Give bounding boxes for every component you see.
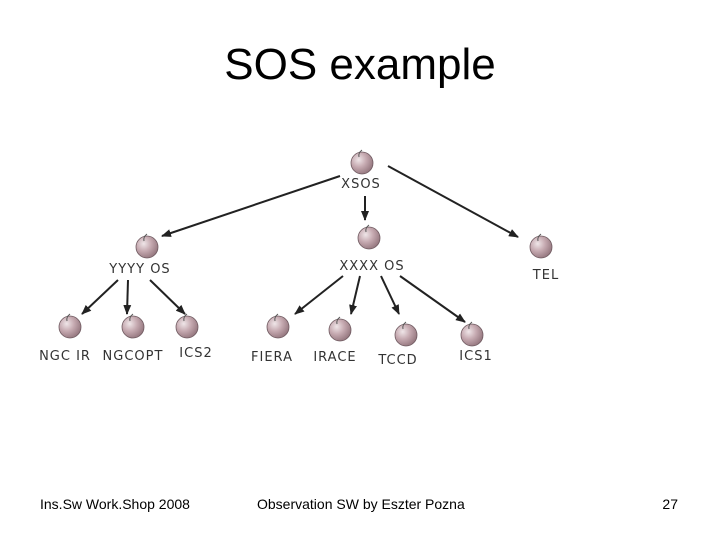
node-label: YYYY OS — [108, 262, 170, 277]
node-label: ICS1 — [459, 349, 492, 364]
node-ball-icon — [135, 235, 159, 259]
node-ball-icon — [266, 315, 290, 339]
footer-workshop: Ins.Sw Work.Shop 2008 — [40, 496, 190, 512]
node-fiera: FIERA — [251, 313, 293, 365]
node-stem-icon — [365, 224, 370, 233]
node-irace: IRACE — [313, 316, 356, 365]
node-xsos: XSOS — [341, 149, 381, 192]
node-ics1: ICS1 — [459, 321, 492, 364]
node-ngcir: NGC IR — [39, 313, 91, 364]
edge-xsos-to-yyyy-os — [161, 175, 341, 237]
node-label: FIERA — [251, 350, 293, 365]
page-number: 27 — [662, 496, 678, 512]
slide-title: SOS example — [224, 40, 496, 89]
node-ngcopt: NGCOPT — [103, 313, 164, 364]
edge-xxxx-os-to-fiera — [294, 275, 344, 315]
node-stem-icon — [143, 233, 148, 242]
node-stem-icon — [402, 321, 407, 330]
node-label: ICS2 — [179, 346, 212, 361]
node-label: NGCOPT — [103, 349, 164, 364]
edge-layer — [81, 165, 519, 323]
node-tccd: TCCD — [377, 321, 418, 368]
footer-author: Observation SW by Eszter Pozna — [257, 496, 465, 512]
node-ball-icon — [121, 315, 145, 339]
node-yyyy-os: YYYY OS — [108, 233, 170, 277]
node-label: TCCD — [377, 353, 417, 368]
node-label: NGC IR — [39, 349, 91, 364]
edge-yyyy-os-to-ics2 — [149, 279, 186, 315]
node-xxxx-os: XXXX OS — [339, 224, 404, 274]
node-stem-icon — [274, 313, 279, 322]
node-label: TEL — [532, 268, 559, 283]
node-stem-icon — [537, 233, 542, 242]
node-layer: XSOS XXXX OS YYYY OS TEL NGC IR NGCOPT ICS2 FIE… — [39, 149, 559, 368]
edge-xxxx-os-to-ics1 — [399, 275, 466, 323]
node-stem-icon — [183, 313, 188, 322]
edge-xxxx-os-to-irace — [349, 275, 361, 315]
node-ball-icon — [175, 315, 199, 339]
node-stem-icon — [468, 321, 473, 330]
node-ball-icon — [328, 318, 352, 342]
edge-yyyy-os-to-ngcir — [81, 279, 119, 315]
node-stem-icon — [358, 149, 363, 158]
edge-xxxx-os-to-tccd — [380, 275, 400, 315]
node-stem-icon — [66, 313, 71, 322]
node-ball-icon — [58, 315, 82, 339]
node-ball-icon — [529, 235, 553, 259]
node-ball-icon — [357, 226, 381, 250]
node-ball-icon — [350, 151, 374, 175]
node-label: XSOS — [341, 177, 381, 192]
node-stem-icon — [129, 313, 134, 322]
node-stem-icon — [336, 316, 341, 325]
node-ball-icon — [394, 323, 418, 347]
node-ics2: ICS2 — [175, 313, 212, 361]
node-ball-icon — [460, 323, 484, 347]
node-label: XXXX OS — [339, 259, 404, 274]
node-tel: TEL — [529, 233, 559, 283]
edge-yyyy-os-to-ngcopt — [123, 279, 132, 315]
node-label: IRACE — [313, 350, 356, 365]
edge-xsos-to-tel — [387, 165, 519, 238]
